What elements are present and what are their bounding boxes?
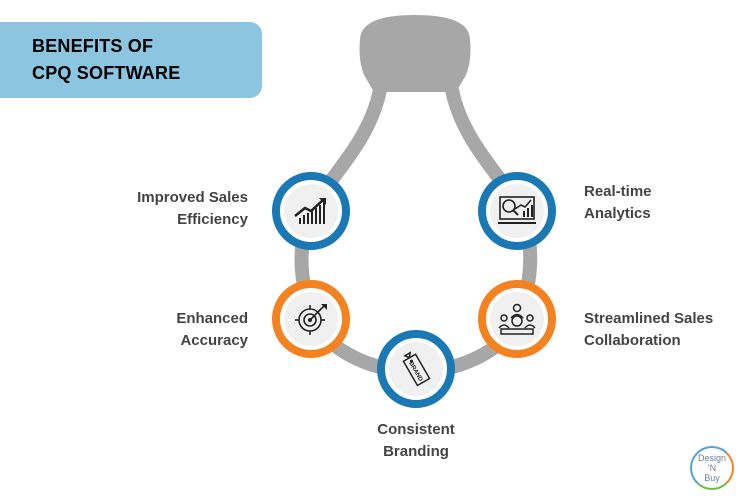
benefit-label-line: Efficiency: [177, 211, 248, 228]
benefit-node-analytics: [478, 172, 556, 250]
target-icon: [295, 304, 327, 335]
analytics-dashboard-icon: [498, 196, 536, 224]
bulb-cap-ridges: [362, 34, 470, 84]
benefit-node-branding: BRAND: [377, 330, 455, 408]
brand-tag-icon: BRAND: [402, 351, 431, 387]
benefit-label-efficiency: Improved Sales Efficiency: [137, 187, 248, 231]
benefit-label-branding: Consistent Branding: [356, 419, 476, 463]
benefit-node-collaboration: [478, 280, 556, 358]
benefit-label-line: Improved Sales: [137, 189, 248, 206]
benefit-label-line: Branding: [383, 443, 449, 460]
design-n-buy-logo: Design 'N Buy: [690, 446, 734, 490]
logo-text-line: 'N: [707, 463, 717, 473]
benefit-label-analytics: Real-time Analytics: [584, 181, 652, 225]
benefit-node-efficiency: [272, 172, 350, 250]
benefit-label-line: Real-time: [584, 183, 652, 200]
logo-text-line: Buy: [704, 473, 720, 483]
title-banner: BENEFITS OF CPQ SOFTWARE: [0, 22, 262, 98]
benefit-label-line: Analytics: [584, 205, 651, 222]
benefit-label-line: Streamlined Sales: [584, 310, 714, 327]
benefit-node-accuracy: [272, 280, 350, 358]
growth-chart-icon: [294, 198, 326, 224]
team-collaboration-icon: [498, 303, 536, 335]
benefit-label-collaboration: Streamlined Sales Collaboration: [584, 308, 713, 352]
benefit-label-line: Accuracy: [180, 332, 248, 349]
benefit-label-line: Collaboration: [584, 332, 681, 349]
title-line-2: CPQ SOFTWARE: [32, 63, 181, 83]
benefit-label-line: Consistent: [377, 421, 455, 438]
title-line-1: BENEFITS OF: [32, 36, 154, 56]
logo-text-line: Design: [697, 453, 726, 463]
benefit-label-line: Enhanced: [176, 310, 248, 327]
benefit-label-accuracy: Enhanced Accuracy: [176, 308, 248, 352]
